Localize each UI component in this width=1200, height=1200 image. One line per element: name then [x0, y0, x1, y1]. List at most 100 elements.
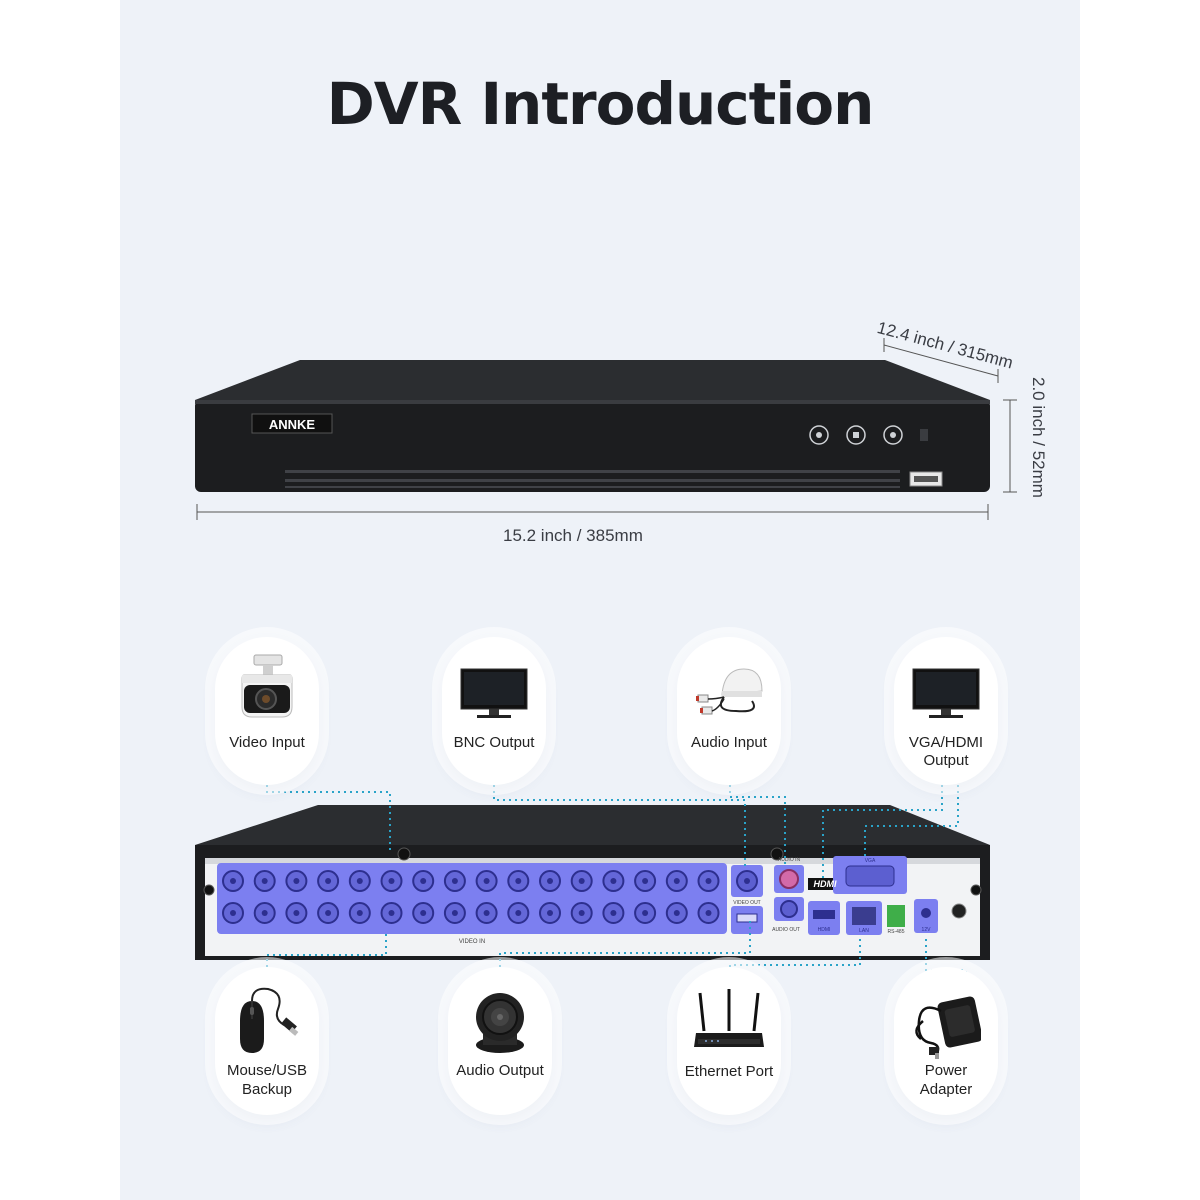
connection-label-line1: VGA/HDMI [908, 734, 984, 751]
bnc-port-center [420, 910, 427, 916]
hdmi-port-label: HDMI [818, 927, 831, 933]
power-adapter-icon [915, 996, 981, 1059]
bnc-port-center [515, 878, 522, 884]
bnc-port-center [578, 878, 585, 884]
connection-label: Audio Input [691, 734, 767, 751]
bnc-port-center [388, 910, 395, 916]
width-dimension-label: 15.2 inch / 385mm [503, 526, 643, 545]
bnc-port-center [420, 878, 427, 884]
bnc-port-center [325, 878, 332, 884]
bnc-port-center [705, 910, 712, 916]
microphone-icon [696, 668, 763, 715]
router-icon [694, 989, 764, 1047]
bnc-port-center [356, 878, 363, 884]
bnc-port-center [261, 910, 268, 916]
rear-screw [397, 847, 411, 861]
connection-card-mouse-usb-backup: Mouse/USB Backup [215, 967, 319, 1115]
bnc-port-center [673, 878, 680, 884]
lan-label: LAN [859, 928, 869, 934]
bnc-port-center [705, 878, 712, 884]
dvr-rear-top-surface [195, 805, 990, 845]
connection-card-audio-output: Audio Output [448, 967, 552, 1115]
video-in-port-block [217, 863, 727, 934]
audio-in-label: AUDIO IN [778, 857, 801, 863]
connection-card-power-adapter: Power Adapter [894, 967, 998, 1115]
connection-card-ethernet-port: Ethernet Port [677, 967, 781, 1115]
connection-label-line1: Power [924, 1062, 968, 1079]
video-out-label: VIDEO OUT [733, 900, 761, 906]
audio-out-label: AUDIO OUT [772, 927, 800, 933]
bnc-port-center [547, 878, 553, 884]
bnc-port-center [230, 910, 236, 916]
bnc-port-center [673, 910, 680, 916]
connector-audio-output [499, 920, 751, 985]
video-in-label: VIDEO IN [459, 939, 485, 945]
rear-screw [770, 847, 784, 861]
camera-icon [241, 654, 293, 718]
page-title: DVR Introduction [326, 70, 875, 138]
bnc-port-center [483, 878, 490, 884]
brand-badge [251, 413, 333, 434]
connection-label: BNC Output [453, 734, 535, 751]
monitor-icon [912, 668, 980, 718]
bnc-port-center [325, 910, 332, 916]
connection-card-audio-input: Audio Input [677, 637, 781, 785]
bnc-port-center [293, 910, 300, 916]
dvr-top-surface [195, 360, 990, 400]
dimension-lines [196, 338, 1017, 520]
bnc-port-center [451, 910, 458, 916]
vga-label: VGA [865, 858, 876, 864]
connection-label-line2: Backup [241, 1081, 293, 1098]
bnc-port-center [547, 910, 553, 916]
connection-label: Ethernet Port [684, 1063, 774, 1080]
ir-window [920, 429, 928, 441]
monitor-icon [460, 668, 528, 718]
connector-vga-hdmi-b [864, 785, 959, 856]
dvr-front-face [195, 400, 990, 492]
front-vent [285, 470, 900, 473]
dvr-rear-view: VIDEO IN VIDEO OUT AUDIO IN AUDIO OUT HD… [195, 805, 990, 960]
connection-label-line2: Output [923, 752, 969, 769]
rear-screw [203, 884, 215, 896]
bnc-port-center [610, 910, 617, 916]
connector-vga-hdmi-a [822, 785, 943, 878]
connection-card-vga-hdmi-output: VGA/HDMI Output [894, 637, 998, 785]
front-button [846, 425, 866, 445]
ground-screw [951, 903, 967, 919]
dvr-front-view: ANNKE [195, 338, 1017, 520]
connector-video-input [266, 785, 391, 852]
rs485-label: RS-485 [888, 929, 905, 935]
bnc-port-center [515, 910, 522, 916]
bnc-port-center [388, 878, 395, 884]
connector-audio-input [729, 785, 786, 868]
rear-screw [970, 884, 982, 896]
connection-label: Video Input [229, 734, 305, 751]
bnc-port-center [356, 910, 363, 916]
connector-ethernet [729, 935, 861, 985]
connection-label-line2: Adapter [919, 1081, 973, 1098]
bnc-port-center [483, 910, 490, 916]
bnc-port-grid [222, 870, 720, 924]
speaker-icon [476, 993, 524, 1053]
bnc-port-center [642, 910, 649, 916]
front-button [809, 425, 829, 445]
connection-label-line1: Mouse/USB [226, 1062, 308, 1079]
connection-card-bnc-output: BNC Output [442, 637, 546, 785]
connection-card-video-input: Video Input [215, 637, 319, 785]
bnc-port-center [451, 878, 458, 884]
mouse-icon [240, 987, 299, 1053]
bnc-port-center [230, 878, 236, 884]
connector-bnc-output [493, 785, 746, 866]
power-label: 12V [922, 927, 932, 933]
bnc-port-center [261, 878, 268, 884]
bnc-port-center [642, 878, 649, 884]
rs485-terminal [887, 905, 905, 927]
hdmi-badge-text: HDMI [813, 879, 837, 889]
bnc-port-center [293, 878, 300, 884]
bnc-port-center [610, 878, 617, 884]
connection-label: Audio Output [456, 1062, 544, 1079]
front-button [883, 425, 903, 445]
brand-name: ANNKE [269, 417, 316, 432]
bnc-port-center [578, 910, 585, 916]
